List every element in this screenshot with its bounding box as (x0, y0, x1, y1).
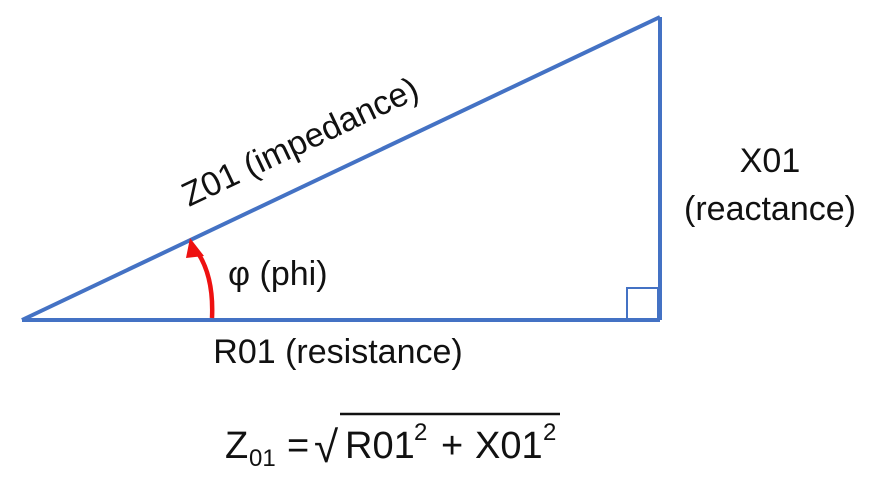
arrowhead-icon (186, 238, 204, 258)
formula-r01-exponent: 2 (414, 419, 427, 446)
hypotenuse-line (21, 15, 661, 322)
formula-plus: + (441, 425, 463, 467)
right-angle-marker (626, 287, 659, 320)
triangle (21, 15, 662, 322)
angle-arrow (186, 238, 215, 319)
impedance-formula: Z 01 = √ R01 2 + X01 2 (225, 412, 560, 472)
formula-x01: X01 (475, 425, 543, 467)
hypotenuse-label: Z01 (impedance) (176, 70, 424, 215)
formula-equals: = (287, 425, 309, 467)
formula-x01-exponent: 2 (543, 419, 556, 446)
formula-radical: √ (314, 423, 339, 472)
formula-r01: R01 (345, 425, 415, 467)
reactance-label-line1: X01 (740, 142, 801, 180)
angle-label: φ (phi) (228, 255, 328, 293)
resistance-label: R01 (resistance) (213, 333, 462, 371)
formula-z-subscript: 01 (249, 445, 276, 472)
angle-arc (194, 248, 215, 319)
formula-z: Z (225, 425, 248, 467)
reactance-label-line2: (reactance) (684, 190, 856, 228)
